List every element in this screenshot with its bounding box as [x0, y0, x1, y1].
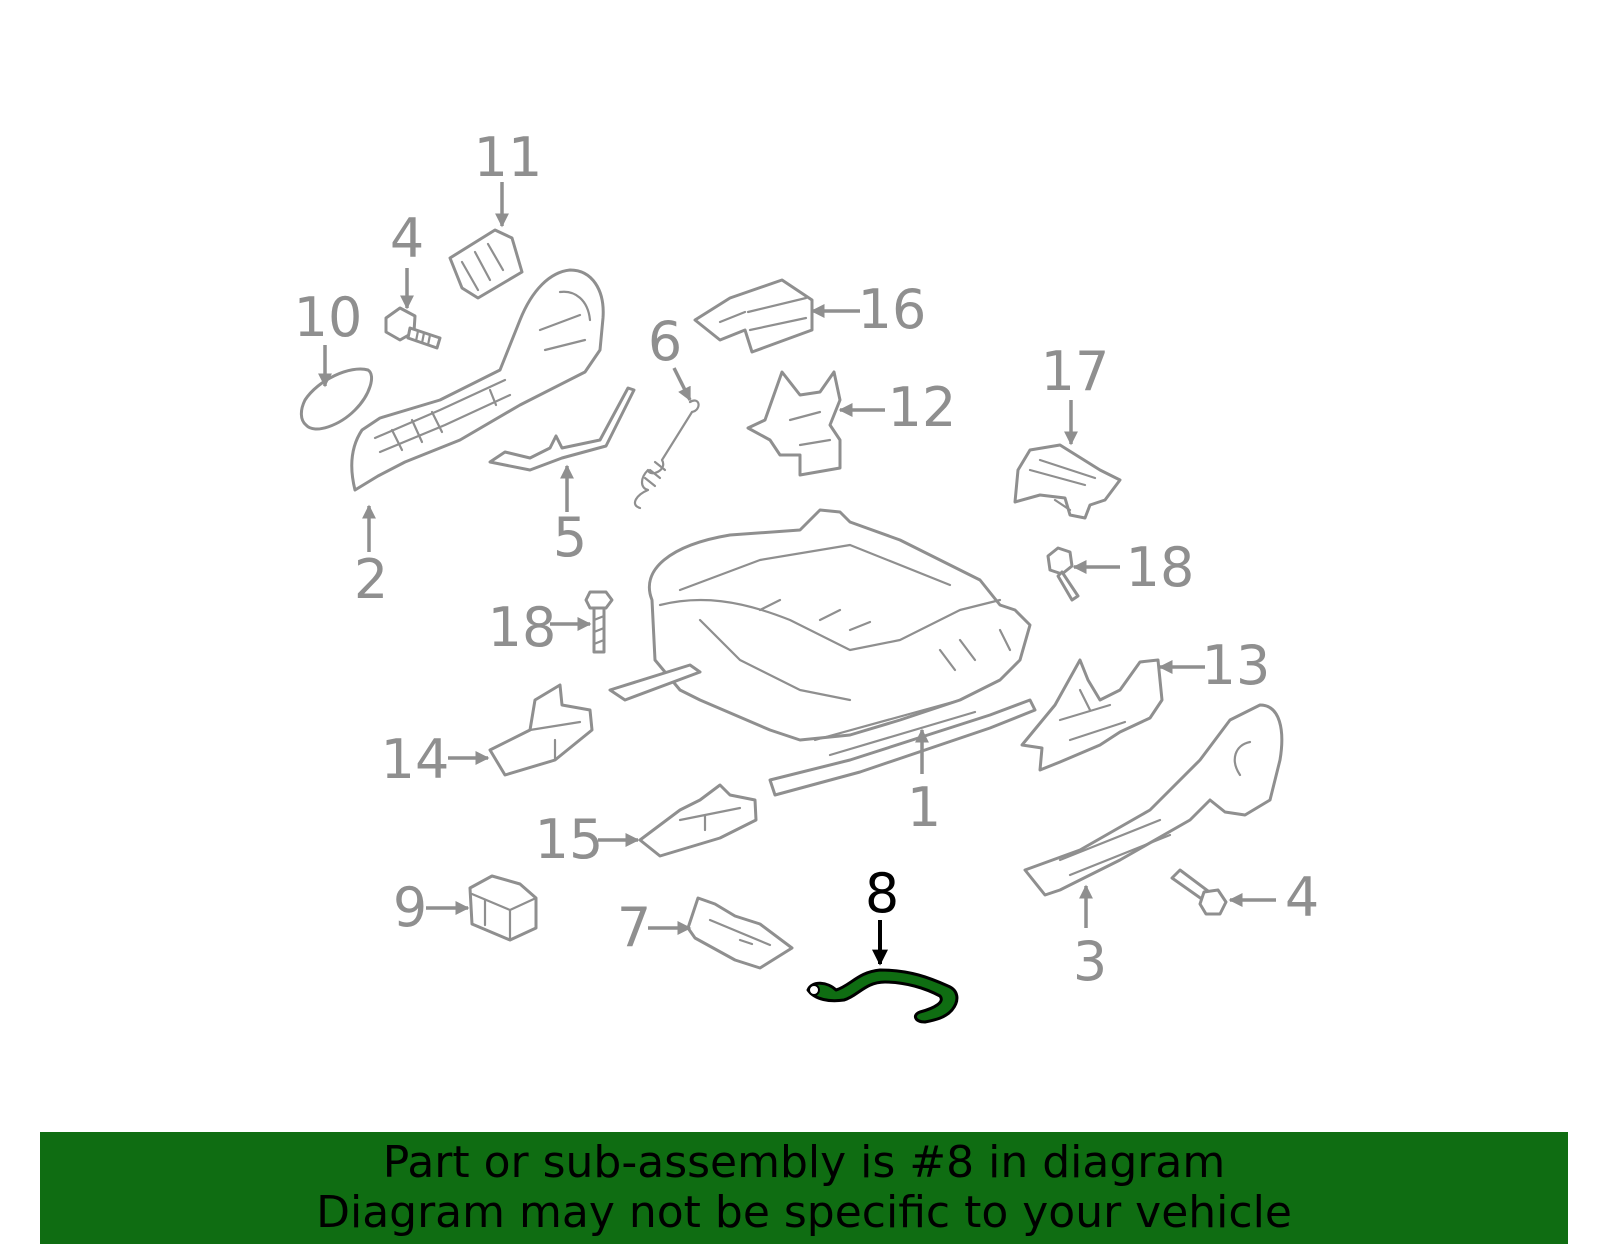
callout-4-left: 4 — [390, 207, 424, 270]
part-4-bolt-right — [1170, 868, 1228, 916]
callout-2: 2 — [354, 548, 388, 611]
callout-9: 9 — [393, 876, 427, 939]
part-3-side-cover — [1023, 703, 1284, 897]
part-18-bolt-right — [1046, 546, 1080, 602]
part-1-seat-frame — [608, 508, 1037, 797]
callout-3: 3 — [1073, 930, 1107, 993]
callout-18-left: 18 — [488, 596, 557, 659]
part-14-cover — [488, 683, 594, 777]
part-11-bracket — [448, 228, 524, 300]
part-10-cap — [299, 367, 373, 431]
callout-13: 13 — [1202, 634, 1271, 697]
callout-17: 17 — [1041, 340, 1110, 403]
callout-14: 14 — [381, 728, 450, 791]
part-12-plate — [746, 370, 842, 477]
info-banner: Part or sub-assembly is #8 in diagram Di… — [40, 1132, 1568, 1244]
part-4-bolt-left — [384, 306, 442, 350]
callout-16: 16 — [858, 278, 927, 341]
callout-leaders — [318, 182, 1276, 966]
callout-1: 1 — [907, 776, 941, 839]
part-16-bracket — [693, 278, 814, 354]
callout-labels: 11 4 10 2 5 6 16 12 17 18 18 13 1 14 15 … — [294, 126, 1320, 993]
banner-line-2: Diagram may not be specific to your vehi… — [316, 1187, 1292, 1238]
part-7-bracket — [686, 896, 794, 970]
part-18-bolt-left — [584, 590, 614, 654]
part-5-rod — [488, 386, 636, 472]
callout-7: 7 — [617, 896, 651, 959]
callout-4-right: 4 — [1285, 866, 1319, 929]
callout-15: 15 — [535, 808, 604, 871]
part-9-clip — [468, 874, 538, 942]
part-8-handle-highlighted — [806, 968, 959, 1024]
banner-line-1: Part or sub-assembly is #8 in diagram — [382, 1137, 1226, 1188]
callout-12: 12 — [888, 376, 957, 439]
callout-11: 11 — [474, 126, 543, 189]
callout-8-highlighted: 8 — [865, 862, 899, 925]
callout-10: 10 — [294, 286, 363, 349]
part-13-bracket — [1020, 658, 1164, 772]
part-17-bracket — [1013, 443, 1122, 520]
callout-18-right: 18 — [1126, 536, 1195, 599]
callout-5: 5 — [553, 506, 587, 569]
part-2-side-cover — [350, 268, 605, 492]
part-6-spring — [633, 399, 700, 510]
part-15-cover — [638, 783, 758, 858]
callout-6: 6 — [648, 310, 682, 373]
